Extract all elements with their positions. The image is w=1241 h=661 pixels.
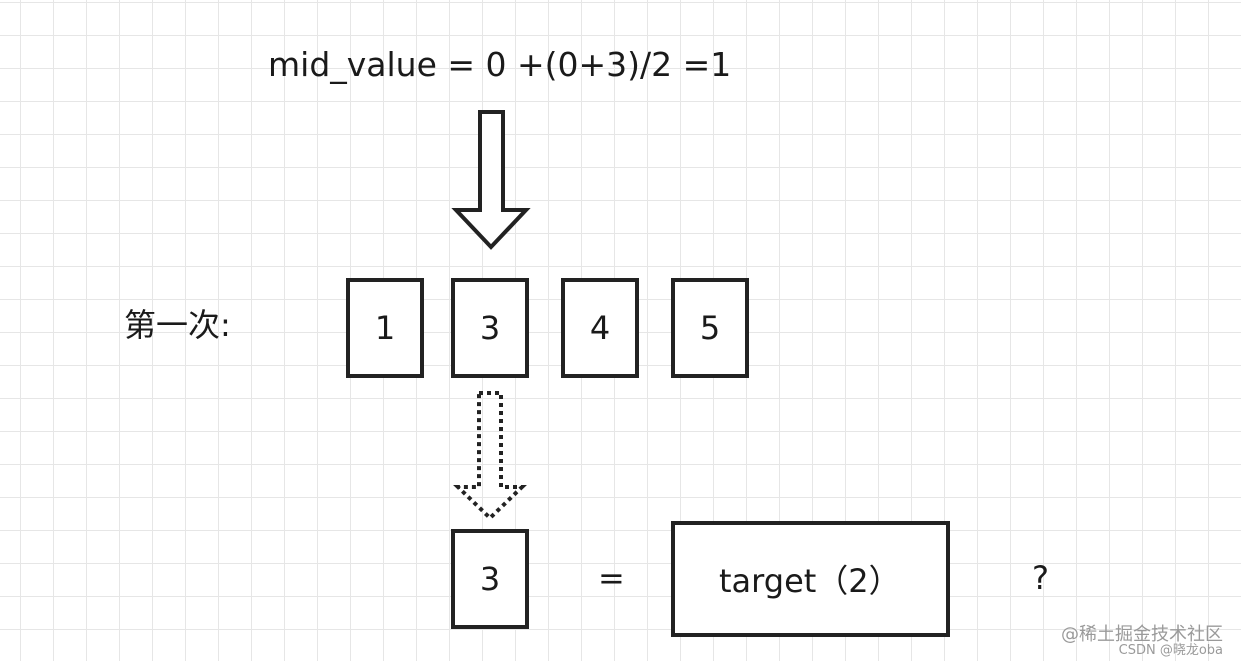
mid-value: 3 bbox=[479, 560, 501, 598]
question-mark: ? bbox=[1032, 559, 1049, 597]
csdn-watermark: CSDN @晓龙oba bbox=[1118, 643, 1223, 658]
array-element-value: 3 bbox=[479, 309, 501, 347]
target-box: target（2） bbox=[671, 521, 950, 637]
array-element-box: 4 bbox=[561, 278, 639, 378]
array-element-value: 4 bbox=[589, 309, 611, 347]
array-element-value: 1 bbox=[374, 309, 396, 347]
equals-sign: = bbox=[598, 559, 625, 597]
array-element-box: 1 bbox=[346, 278, 424, 378]
mid-value-box: 3 bbox=[451, 529, 529, 629]
iteration-label: 第一次: bbox=[124, 306, 231, 344]
mid-value-formula: mid_value = 0 +(0+3)/2 =1 bbox=[268, 45, 732, 84]
target-label: target（2） bbox=[719, 562, 901, 600]
array-element-box: 5 bbox=[671, 278, 749, 378]
juejin-watermark: @稀土掘金技术社区 bbox=[1061, 624, 1223, 645]
array-element-value: 5 bbox=[699, 309, 721, 347]
array-element-box-mid: 3 bbox=[451, 278, 529, 378]
